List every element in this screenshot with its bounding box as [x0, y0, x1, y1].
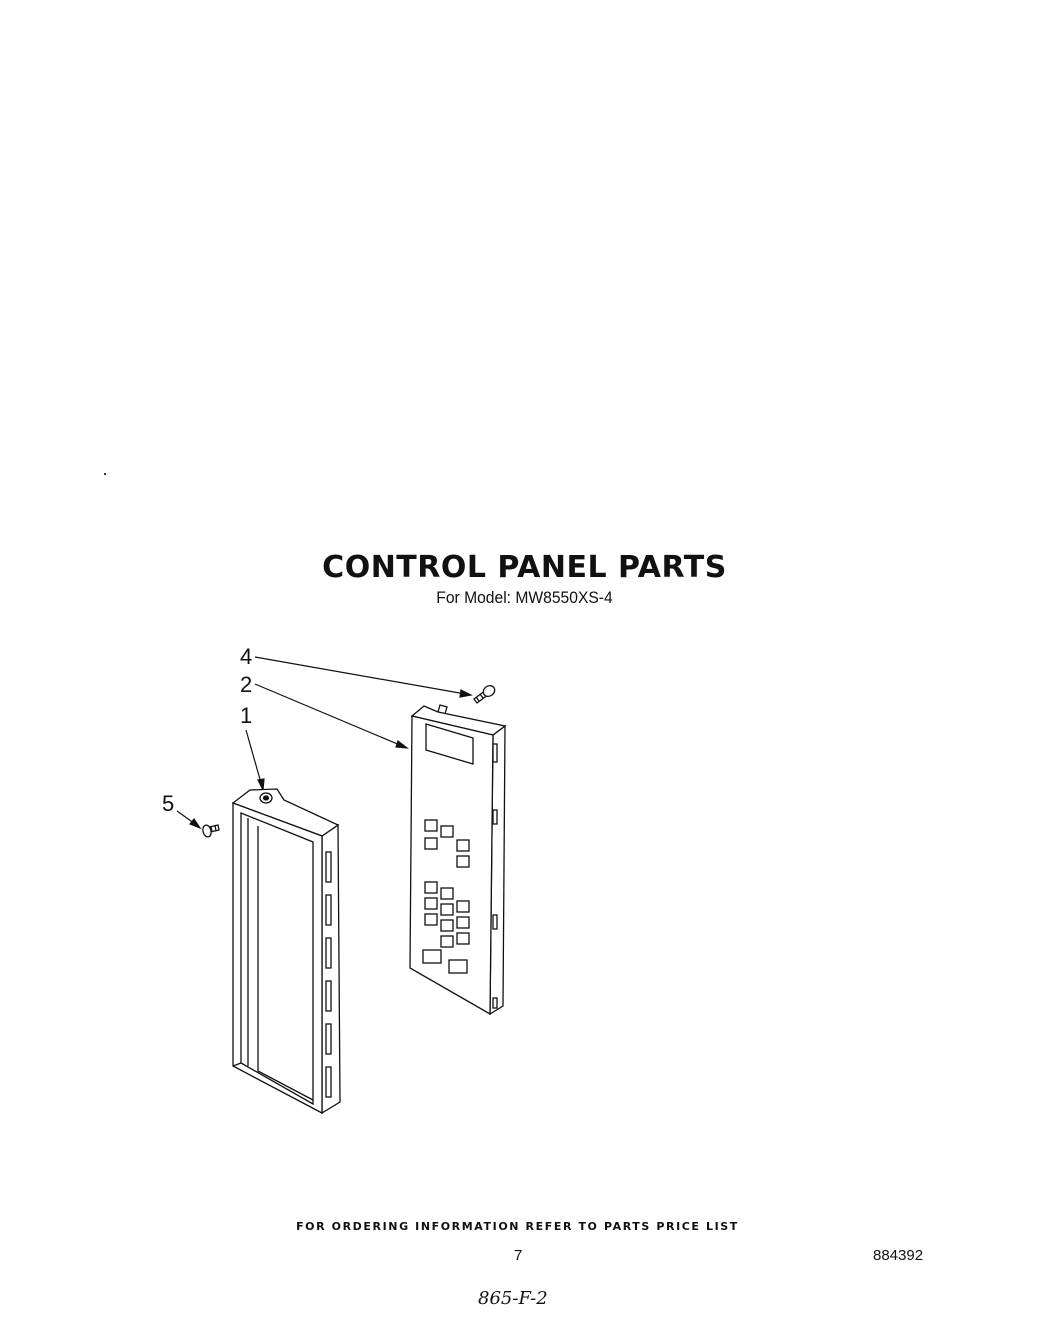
screw-part-4: [473, 685, 496, 704]
model-subtitle: For Model: MW8550XS-4: [436, 588, 613, 607]
page-title: CONTROL PANEL PARTS: [322, 550, 727, 585]
leader-arrowhead-2: [395, 740, 409, 749]
callout-label-2: 2: [240, 672, 252, 697]
leader-line-4: [254, 656, 472, 696]
keypad-panel-part-2: [409, 704, 507, 1016]
leader-arrowhead-1: [257, 778, 265, 793]
screw-part-5: [202, 824, 220, 838]
document-number: 884392: [873, 1247, 924, 1264]
callout-label-1: 1: [240, 703, 252, 728]
callout-label-5: 5: [162, 791, 174, 816]
leader-arrowhead-4: [459, 689, 473, 698]
scan-speck: [104, 473, 106, 475]
leader-line-2: [254, 683, 408, 749]
page-number: 7: [514, 1247, 523, 1264]
handwritten-code: 865-F-2: [478, 1288, 548, 1309]
control-panel-frame-part-1: [231, 788, 341, 1115]
callout-label-4: 4: [240, 644, 252, 669]
ordering-information-note: FOR ORDERING INFORMATION REFER TO PARTS …: [296, 1220, 739, 1233]
leader-arrowhead-5: [189, 817, 202, 830]
leader-lines: [176, 656, 473, 830]
